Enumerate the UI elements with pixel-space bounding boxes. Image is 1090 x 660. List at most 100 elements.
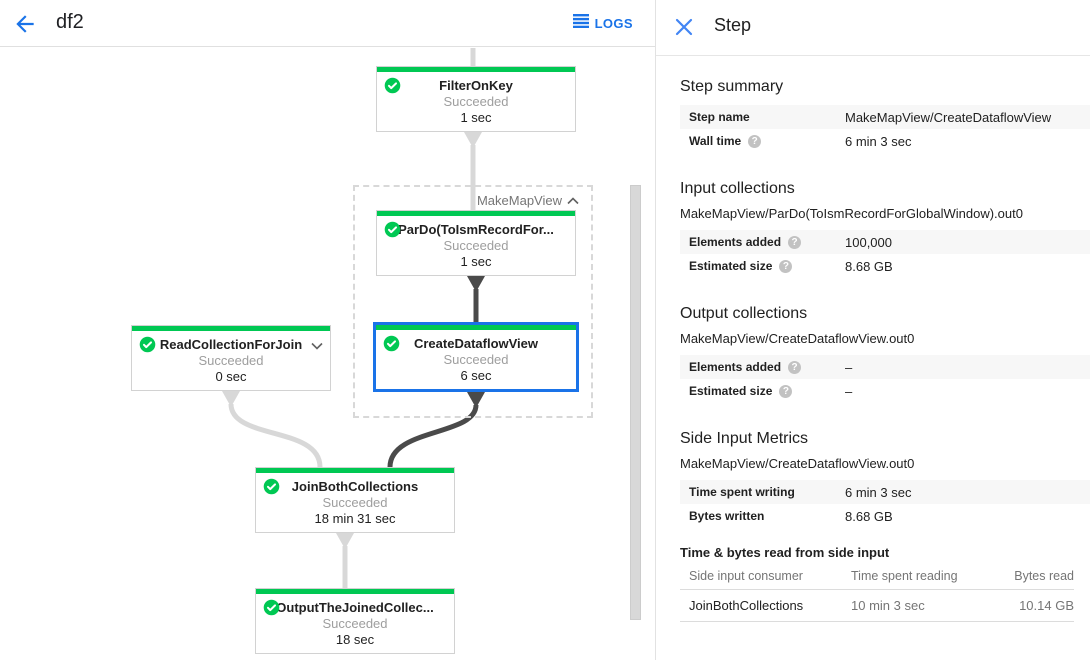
logs-label: LOGS [594,16,633,31]
table-header-row: Side input consumer Time spent reading B… [680,562,1074,590]
table-row: Estimated size? – [680,379,1090,403]
node-status: Succeeded [443,94,509,109]
check-circle-icon [384,221,401,238]
canvas-vertical-scrollbar[interactable] [630,185,641,620]
job-graph-canvas[interactable]: MakeMapView FilterOnKey Succeeded 1 sec [0,48,655,660]
row-label: Wall time [689,134,742,148]
table-row: Time spent writing 6 min 3 sec [680,480,1090,504]
chevron-up-icon [567,193,579,208]
logs-button[interactable]: LOGS [572,14,633,33]
column-header: Side input consumer [689,568,803,583]
node-status-bar [256,468,454,473]
graph-node-filteronkey[interactable]: FilterOnKey Succeeded 1 sec [376,66,576,132]
node-status: Succeeded [198,353,264,368]
table-row: Wall time? 6 min 3 sec [680,129,1090,153]
node-title: JoinBothCollections [291,479,419,494]
step-summary-heading: Step summary [680,78,784,95]
node-title: ParDo(ToIsmRecordFor... [398,222,554,237]
node-status-bar [132,326,330,331]
row-label: Elements added [689,360,782,374]
side-input-collection-name: MakeMapView/CreateDataflowView.out0 [680,456,915,471]
graph-node-createdataflowview[interactable]: CreateDataflowView Succeeded 6 sec [373,322,579,392]
group-collapse-toggle[interactable]: MakeMapView [477,193,579,208]
node-status: Succeeded [443,352,509,367]
row-label: Bytes written [689,509,765,523]
row-label: Time spent writing [689,485,795,499]
step-summary-table: Step name MakeMapView/CreateDataflowView… [680,105,1090,153]
row-value: – [845,359,853,375]
graph-node-readcollectionforjoin[interactable]: ReadCollectionForJoin Succeeded 0 sec [131,325,331,391]
row-label: Estimated size [689,384,773,398]
column-header: Time spent reading [851,568,958,583]
group-makemapview: MakeMapView [353,185,593,418]
input-collections-heading: Input collections [680,180,795,197]
node-title: OutputTheJoinedCollec... [276,600,434,615]
row-value: 6 min 3 sec [845,133,912,149]
node-title: ReadCollectionForJoin [159,337,303,352]
check-circle-icon [263,478,280,495]
input-collections-table: Elements added? 100,000 Estimated size? … [680,230,1090,278]
row-label: Estimated size [689,259,773,273]
step-panel-content: Step summary Step name MakeMapView/Creat… [656,78,1090,622]
table-row: Bytes written 8.68 GB [680,504,1090,528]
node-time: 18 sec [335,632,375,647]
side-input-read-table: Side input consumer Time spent reading B… [680,562,1074,622]
table-row: Estimated size? 8.68 GB [680,254,1090,278]
row-value: 8.68 GB [845,258,893,274]
node-status: Succeeded [443,238,509,253]
help-icon[interactable]: ? [779,259,793,273]
node-status: Succeeded [322,616,388,631]
close-icon[interactable] [674,17,694,37]
node-time: 1 sec [460,254,492,269]
table-row: Step name MakeMapView/CreateDataflowView [680,105,1090,129]
input-collection-name: MakeMapView/ParDo(ToIsmRecordForGlobalWi… [680,206,1023,221]
node-title: CreateDataflowView [413,336,539,351]
bytes-read: 10.14 GB [1019,598,1074,613]
group-label: MakeMapView [476,193,562,208]
side-input-metrics-heading: Side Input Metrics [680,430,809,447]
graph-edges [222,48,485,588]
output-collections-table: Elements added? – Estimated size? – [680,355,1090,403]
help-icon[interactable]: ? [788,235,802,249]
row-label: Step name [689,110,750,124]
job-header: df2 LOGS [0,0,655,47]
output-collection-name: MakeMapView/CreateDataflowView.out0 [680,331,915,346]
column-header: Bytes read [1014,568,1074,583]
node-time: 0 sec [215,369,247,384]
help-icon[interactable]: ? [788,360,802,374]
node-status-bar [377,211,575,216]
check-circle-icon [383,335,400,352]
check-circle-icon [263,599,280,616]
node-status-bar [256,589,454,594]
node-status: Succeeded [322,495,388,510]
chevron-down-icon[interactable] [311,337,323,355]
time-spent-reading: 10 min 3 sec [851,598,925,613]
row-label: Elements added [689,235,782,249]
side-input-consumer: JoinBothCollections [689,598,804,613]
back-arrow-icon[interactable] [12,11,38,37]
node-status-bar [377,67,575,72]
row-value: 100,000 [845,234,892,250]
graph-node-joinbothcollections[interactable]: JoinBothCollections Succeeded 18 min 31 … [255,467,455,533]
table-row: Elements added? – [680,355,1090,379]
node-time: 18 min 31 sec [314,511,396,526]
graph-node-pardo-toismrecord[interactable]: ParDo(ToIsmRecordFor... Succeeded 1 sec [376,210,576,276]
table-row: Elements added? 100,000 [680,230,1090,254]
job-title: df2 [56,11,84,33]
side-input-metrics-table: Time spent writing 6 min 3 sec Bytes wri… [680,480,1090,528]
check-circle-icon [139,336,156,353]
side-input-read-heading: Time & bytes read from side input [680,545,890,560]
step-panel-header: Step [656,0,1090,56]
output-collections-heading: Output collections [680,305,808,322]
row-value: 8.68 GB [845,508,893,524]
row-value: 6 min 3 sec [845,484,912,500]
help-icon[interactable]: ? [779,384,793,398]
step-details-panel: Step Step summary Step name MakeMapView/… [655,0,1090,660]
graph-node-outputthejoinedcollection[interactable]: OutputTheJoinedCollec... Succeeded 18 se… [255,588,455,654]
node-title: FilterOnKey [439,78,513,93]
check-circle-icon [384,77,401,94]
node-time: 1 sec [460,110,492,125]
node-time: 6 sec [460,368,492,383]
help-icon[interactable]: ? [748,134,762,148]
